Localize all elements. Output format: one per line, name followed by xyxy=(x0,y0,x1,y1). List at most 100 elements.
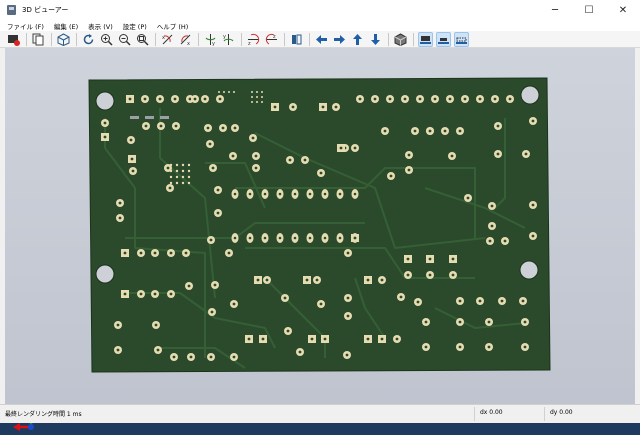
pad-hole xyxy=(346,314,350,318)
svg-text:z: z xyxy=(273,34,276,40)
rotate-z-ccw-icon[interactable]: z xyxy=(264,32,279,47)
pad-hole xyxy=(338,236,342,240)
pad-hole xyxy=(523,345,527,349)
maximize-button[interactable]: ☐ xyxy=(584,4,594,16)
menu-settings[interactable]: 設定 (P) xyxy=(122,22,147,31)
rotate-x-ccw-icon[interactable]: x xyxy=(178,32,193,47)
via xyxy=(175,169,179,173)
pad-hole xyxy=(213,283,217,287)
toolbar-separator xyxy=(309,32,310,46)
via xyxy=(251,96,253,98)
pcb-board xyxy=(88,77,551,373)
via xyxy=(169,169,173,173)
pad-hole xyxy=(353,192,357,196)
pad-hole xyxy=(407,168,411,172)
menu-edit[interactable]: 編集 (E) xyxy=(53,22,79,31)
pad-hole xyxy=(153,251,157,255)
pad-hole xyxy=(531,234,535,238)
via xyxy=(223,91,225,93)
pad-hole xyxy=(418,97,422,101)
close-button[interactable]: ✕ xyxy=(618,4,628,16)
pad-hole xyxy=(143,97,147,101)
zoom-out-icon[interactable] xyxy=(117,32,132,47)
pad-hole xyxy=(129,138,133,142)
pad-hole xyxy=(451,273,455,277)
via xyxy=(261,101,263,103)
pad-hole xyxy=(346,251,350,255)
status-divider xyxy=(544,407,545,421)
status-bar: 最終レンダリング時間 1 ms dx 0.00 dy 0.00 xyxy=(0,404,640,423)
pad-hole xyxy=(256,278,260,282)
pad-hole xyxy=(487,345,491,349)
pad-hole xyxy=(458,320,462,324)
pad-hole xyxy=(319,302,323,306)
pad-hole xyxy=(531,203,535,207)
via xyxy=(181,175,185,179)
pad-hole xyxy=(263,236,267,240)
zoom-fit-icon[interactable] xyxy=(135,32,150,47)
pan-left-icon[interactable] xyxy=(314,32,329,47)
pad-hole xyxy=(433,97,437,101)
pad-hole xyxy=(345,353,349,357)
menu-view[interactable]: 表示 (V) xyxy=(88,22,113,31)
trace xyxy=(235,167,476,238)
pad-hole xyxy=(273,105,277,109)
zoom-in-icon[interactable] xyxy=(99,32,114,47)
pad-hole xyxy=(131,169,135,173)
pad-hole xyxy=(221,126,225,130)
rotate-y-ccw-icon[interactable]: y xyxy=(221,32,236,47)
svg-text:y: y xyxy=(223,34,226,40)
pad-hole xyxy=(247,337,251,341)
pcb-render[interactable] xyxy=(5,48,635,404)
pad-hole xyxy=(103,121,107,125)
show-tht-icon[interactable] xyxy=(418,31,433,47)
pad-hole xyxy=(144,124,148,128)
mounting-hole xyxy=(521,86,539,104)
pads xyxy=(95,85,540,361)
pad-hole xyxy=(103,135,107,139)
header-pin xyxy=(160,116,169,119)
pad-hole xyxy=(323,337,327,341)
view3d-icon[interactable] xyxy=(56,32,71,47)
pan-up-icon[interactable] xyxy=(350,32,365,47)
pad-hole xyxy=(123,292,127,296)
via xyxy=(251,101,253,103)
pad-hole xyxy=(232,302,236,306)
pan-right-icon[interactable] xyxy=(332,32,347,47)
pad-hole xyxy=(500,299,504,303)
flip-board-icon[interactable] xyxy=(289,32,304,47)
rotate-x-cw-icon[interactable]: x xyxy=(160,32,175,47)
pad-hole xyxy=(231,154,235,158)
orthographic-icon[interactable] xyxy=(393,32,408,47)
pan-down-icon[interactable] xyxy=(368,32,383,47)
3d-viewport[interactable] xyxy=(5,48,635,431)
pad-hole xyxy=(428,129,432,133)
show-virtual-icon[interactable] xyxy=(454,31,469,47)
pad-hole xyxy=(172,355,176,359)
pad-hole xyxy=(233,192,237,196)
pad-hole xyxy=(251,136,255,140)
rotate-z-cw-icon[interactable]: z xyxy=(246,32,261,47)
render-raytrace-icon[interactable] xyxy=(6,32,21,47)
trace xyxy=(205,162,266,209)
show-smd-icon[interactable] xyxy=(436,31,451,47)
pad-hole xyxy=(153,292,157,296)
via xyxy=(228,91,230,93)
pad-hole xyxy=(523,320,527,324)
menu-file[interactable]: ファイル (F) xyxy=(7,22,44,31)
pad-hole xyxy=(291,105,295,109)
rotate-y-cw-icon[interactable]: y xyxy=(203,32,218,47)
pad-hole xyxy=(508,97,512,101)
reload-icon[interactable] xyxy=(81,32,96,47)
menu-bar: ファイル (F) 編集 (E) 表示 (V) 設定 (P) ヘルプ (H) xyxy=(0,20,640,31)
pad-hole xyxy=(261,337,265,341)
pad-hole xyxy=(293,192,297,196)
menu-help[interactable]: ヘルプ (H) xyxy=(156,22,189,31)
pad-hole xyxy=(338,192,342,196)
pad-hole xyxy=(265,278,269,282)
pad-hole xyxy=(395,337,399,341)
title-bar[interactable]: 3D ビューアー ─ ☐ ✕ xyxy=(0,0,640,20)
pad-hole xyxy=(424,320,428,324)
minimize-button[interactable]: ─ xyxy=(551,4,559,16)
copy-icon[interactable] xyxy=(31,32,46,47)
